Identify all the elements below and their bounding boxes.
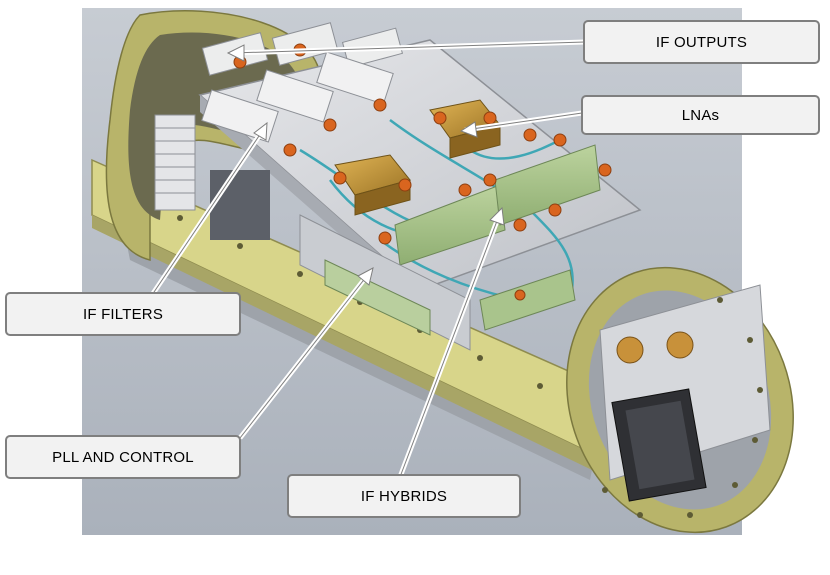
arrow-head-if-outputs — [226, 44, 245, 62]
callout-lnas: LNAs — [581, 95, 820, 135]
callout-pll-and-control-label: PLL AND CONTROL — [52, 448, 194, 466]
callout-if-hybrids-label: IF HYBRIDS — [360, 487, 448, 505]
if-hybrid-blocks — [394, 144, 601, 331]
arrow-head-if-hybrids — [489, 206, 505, 226]
callout-if-outputs: IF OUTPUTS — [583, 20, 820, 64]
callout-if-hybrids: IF HYBRIDS — [287, 474, 521, 518]
pll-control-area — [210, 170, 471, 351]
side-rail-shadow — [92, 215, 595, 470]
arrow-head-lnas — [459, 121, 478, 138]
callout-lnas-label: LNAs — [681, 106, 720, 124]
lna-blocks — [334, 99, 501, 216]
arrow-head-pll-control — [357, 267, 374, 286]
callout-if-filters: IF FILTERS — [5, 292, 241, 336]
callout-if-outputs-label: IF OUTPUTS — [655, 33, 748, 51]
right-end-ring — [566, 266, 794, 534]
callout-pll-and-control: PLL AND CONTROL — [5, 435, 241, 479]
leader-lines-outline — [151, 41, 586, 478]
arrow-head-if-filters — [253, 121, 268, 141]
callout-if-filters-label: IF FILTERS — [82, 305, 164, 323]
heat-sink — [154, 114, 196, 211]
arrow-heads — [226, 44, 505, 286]
